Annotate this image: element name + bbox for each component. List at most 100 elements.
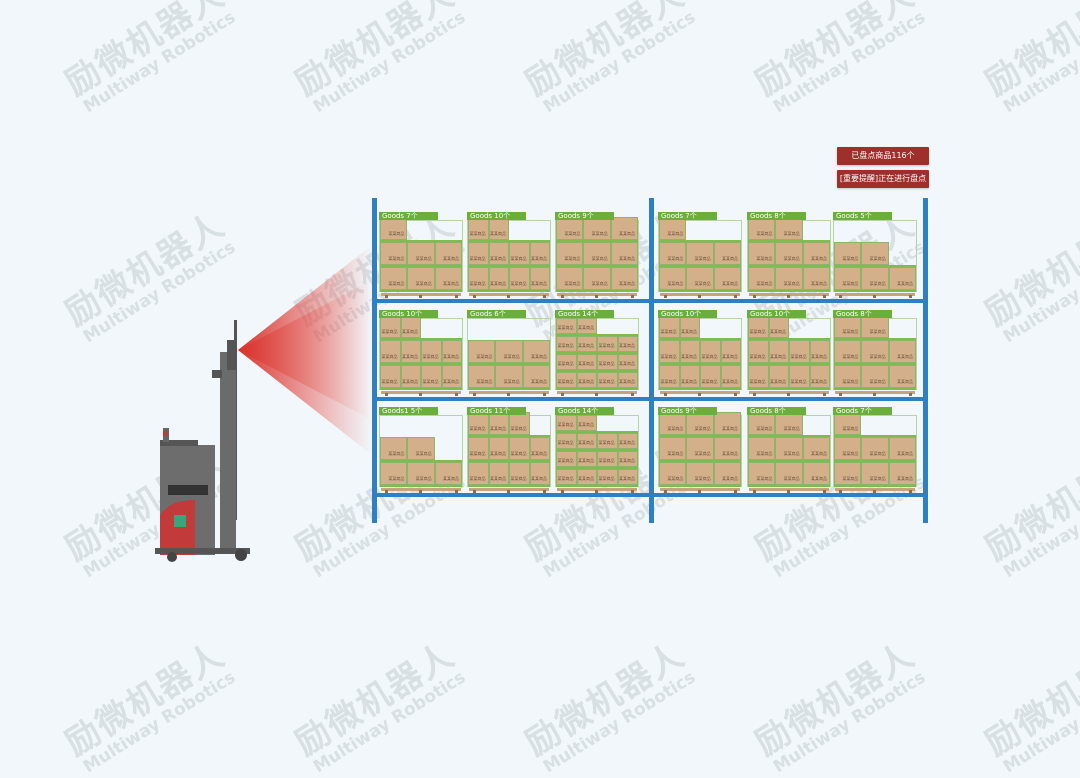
goods-slot[interactable]: Goods 10个某某商品某某商品某某商品某某商品某某商品某某商品某某商品某某商… — [379, 310, 463, 396]
goods-label: Goods 9个 — [658, 407, 717, 415]
goods-box: 某某商品 — [809, 340, 830, 363]
goods-box: 某某商品 — [861, 462, 889, 485]
box-label: 某某商品 — [721, 426, 738, 431]
box-label: 某某商品 — [619, 343, 635, 348]
box-label: 某某商品 — [701, 379, 718, 384]
goods-box: 某某商品 — [713, 437, 741, 460]
box-label: 某某商品 — [842, 379, 859, 384]
goods-label: Goods 8个 — [747, 407, 806, 415]
box-label: 某某商品 — [681, 379, 697, 384]
goods-box: 某某商品 — [610, 217, 638, 240]
goods-box: 某某商品 — [617, 433, 638, 449]
box-label: 某某商品 — [490, 476, 506, 481]
goods-box: 某某商品 — [802, 437, 830, 460]
goods-box: 某某商品 — [834, 462, 862, 485]
box-label: 某某商品 — [783, 231, 800, 236]
goods-slot[interactable]: Goods 8个某某商品某某商品某某商品某某商品某某商品某某商品某某商品某某商品 — [747, 212, 831, 298]
goods-box: 某某商品 — [617, 336, 638, 352]
goods-box: 某某商品 — [576, 469, 597, 485]
goods-slot[interactable]: Goods 5个某某商品某某商品某某商品某某商品某某商品 — [833, 212, 917, 298]
box-label: 某某商品 — [842, 451, 859, 456]
goods-box: 某某商品 — [407, 462, 435, 485]
box-label: 某某商品 — [531, 451, 547, 456]
goods-slot[interactable]: Goods1 5个某某商品某某商品某某商品某某商品某某商品 — [379, 407, 463, 493]
goods-box: 某某商品 — [679, 340, 700, 363]
box-label: 某某商品 — [770, 379, 786, 384]
box-label: 某某商品 — [388, 231, 405, 236]
rack-beam — [375, 299, 928, 303]
pallet — [749, 293, 829, 296]
box-label: 某某商品 — [510, 281, 527, 286]
box-label: 某某商品 — [469, 256, 486, 261]
goods-box: 某某商品 — [802, 267, 830, 290]
goods-box: 某某商品 — [659, 462, 687, 485]
box-stack: 某某商品某某商品某某商品某某商品某某商品某某商品某某商品某某商品某某商品某某商品 — [380, 315, 462, 390]
inventory-alert-badge: [重要提醒]正在进行盘点 — [837, 170, 929, 188]
goods-box: 某某商品 — [556, 354, 577, 370]
goods-slot[interactable]: Goods 11个某某商品某某商品某某商品某某商品某某商品某某商品某某商品某某商… — [467, 407, 551, 493]
box-label: 某某商品 — [810, 476, 827, 481]
pallet — [469, 488, 549, 491]
box-label: 某某商品 — [694, 426, 711, 431]
goods-slot[interactable]: Goods 9个某某商品某某商品某某商品某某商品某某商品某某商品某某商品某某商品… — [658, 407, 742, 493]
goods-label: Goods 10个 — [747, 310, 806, 318]
box-label: 某某商品 — [694, 256, 711, 261]
goods-box: 某某商品 — [488, 267, 509, 290]
box-label: 某某商品 — [790, 354, 807, 359]
box-label: 某某商品 — [869, 476, 886, 481]
goods-box: 某某商品 — [522, 340, 550, 363]
goods-slot[interactable]: Goods 10个某某商品某某商品某某商品某某商品某某商品某某商品某某商品某某商… — [747, 310, 831, 396]
pallet — [469, 391, 549, 394]
box-label: 某某商品 — [598, 343, 615, 348]
box-label: 某某商品 — [749, 329, 766, 334]
box-label: 某某商品 — [869, 354, 886, 359]
goods-box: 某某商品 — [713, 462, 741, 485]
goods-box: 某某商品 — [576, 451, 597, 467]
box-label: 某某商品 — [381, 379, 398, 384]
goods-box: 某某商品 — [713, 412, 741, 435]
goods-box: 某某商品 — [888, 365, 916, 388]
goods-box: 某某商品 — [686, 242, 714, 265]
goods-slot[interactable]: Goods 10个某某商品某某商品某某商品某某商品某某商品某某商品某某商品某某商… — [467, 212, 551, 298]
goods-slot[interactable]: Goods 8个某某商品某某商品某某商品某某商品某某商品某某商品某某商品某某商品 — [833, 310, 917, 396]
goods-box: 某某商品 — [556, 242, 584, 265]
goods-box: 某某商品 — [576, 433, 597, 449]
rack-upright — [649, 198, 654, 523]
box-label: 某某商品 — [490, 426, 506, 431]
box-label: 某某商品 — [598, 440, 615, 445]
box-label: 某某商品 — [531, 281, 547, 286]
goods-slot[interactable]: Goods 10个某某商品某某商品某某商品某某商品某某商品某某商品某某商品某某商… — [658, 310, 742, 396]
goods-slot[interactable]: Goods 9个某某商品某某商品某某商品某某商品某某商品某某商品某某商品某某商品… — [555, 212, 639, 298]
goods-box: 某某商品 — [434, 462, 462, 485]
goods-box: 某某商品 — [768, 315, 789, 338]
box-label: 某某商品 — [783, 476, 800, 481]
box-label: 某某商品 — [530, 354, 547, 359]
goods-box: 某某商品 — [434, 242, 462, 265]
goods-label: Goods 6个 — [467, 310, 526, 318]
goods-slot[interactable]: Goods 6个某某商品某某商品某某商品某某商品某某商品某某商品 — [467, 310, 551, 396]
goods-box: 某某商品 — [679, 365, 700, 388]
goods-slot[interactable]: Goods 7个某某商品某某商品某某商品某某商品某某商品某某商品某某商品 — [658, 212, 742, 298]
goods-box: 某某商品 — [834, 340, 862, 363]
goods-slot[interactable]: Goods 7个某某商品某某商品某某商品某某商品某某商品某某商品某某商品 — [379, 212, 463, 298]
goods-slot[interactable]: Goods 8个某某商品某某商品某某商品某某商品某某商品某某商品某某商品某某商品 — [747, 407, 831, 493]
goods-box: 某某商品 — [529, 267, 550, 290]
box-label: 某某商品 — [756, 256, 773, 261]
goods-box: 某某商品 — [556, 217, 584, 240]
goods-slot[interactable]: Goods 14个某某商品某某商品某某商品某某商品某某商品某某商品某某商品某某商… — [555, 407, 639, 493]
goods-slot[interactable]: Goods 7个某某商品某某商品某某商品某某商品某某商品某某商品某某商品 — [833, 407, 917, 493]
goods-box: 某某商品 — [576, 372, 597, 388]
box-stack: 某某商品某某商品某某商品某某商品某某商品某某商品某某商品某某商品某某商品某某商品… — [468, 412, 550, 487]
box-label: 某某商品 — [591, 231, 608, 236]
goods-slot[interactable]: Goods 14个某某商品某某商品某某商品某某商品某某商品某某商品某某商品某某商… — [555, 310, 639, 396]
box-label: 某某商品 — [469, 281, 486, 286]
goods-box: 某某商品 — [556, 451, 577, 467]
goods-box: 某某商品 — [556, 267, 584, 290]
box-stack: 某某商品某某商品某某商品某某商品某某商品 — [380, 416, 462, 487]
goods-box: 某某商品 — [659, 437, 687, 460]
goods-label: Goods 9个 — [555, 212, 614, 220]
box-label: 某某商品 — [842, 354, 859, 359]
rack-beam — [375, 397, 928, 401]
goods-box: 某某商品 — [888, 462, 916, 485]
box-label: 某某商品 — [557, 361, 574, 366]
